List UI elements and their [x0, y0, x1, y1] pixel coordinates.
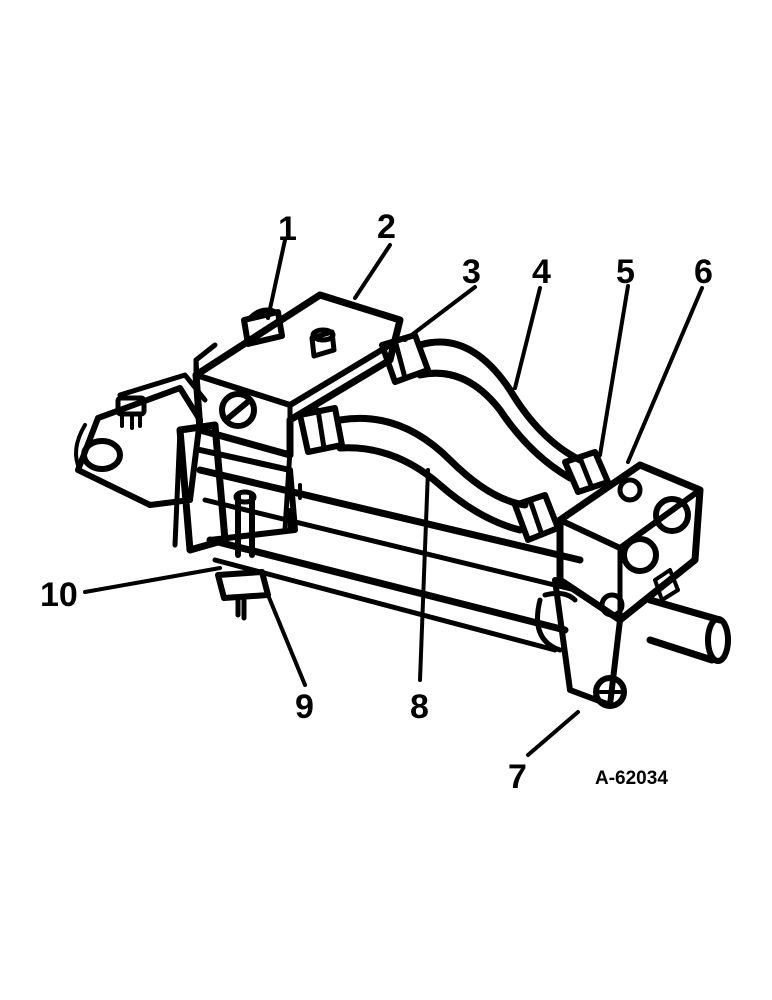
leader-8 [418, 468, 430, 682]
callout-8: 8 [410, 688, 429, 726]
bleed-screw [241, 307, 285, 347]
stop-clamp [215, 489, 271, 621]
callout-1: 1 [278, 210, 297, 248]
leader-7 [526, 710, 580, 757]
leader-1 [266, 238, 287, 320]
leader-9 [266, 593, 307, 687]
front-head [552, 461, 704, 709]
valve-block [192, 291, 404, 533]
cylinder-barrel [196, 466, 584, 653]
leader-3 [403, 285, 477, 342]
callout-3: 3 [462, 253, 481, 291]
callout-2: 2 [377, 208, 396, 246]
reference-code: A-62034 [595, 768, 668, 789]
callout-7: 7 [508, 758, 527, 796]
piston-rod [646, 596, 731, 664]
rear-clevis [74, 372, 208, 508]
leader-6 [626, 286, 704, 464]
leader-2 [353, 243, 392, 300]
leader-4 [513, 286, 542, 390]
callout-5: 5 [616, 253, 635, 291]
callout-9: 9 [295, 688, 314, 726]
callout-4: 4 [532, 253, 551, 291]
leader-lines [83, 238, 704, 757]
leader-10 [83, 566, 222, 594]
callout-10: 10 [40, 576, 78, 614]
leader-5 [598, 284, 630, 457]
callout-6: 6 [694, 253, 713, 291]
callout-numbers: 1 2 3 4 5 6 7 8 9 10 [40, 208, 713, 796]
